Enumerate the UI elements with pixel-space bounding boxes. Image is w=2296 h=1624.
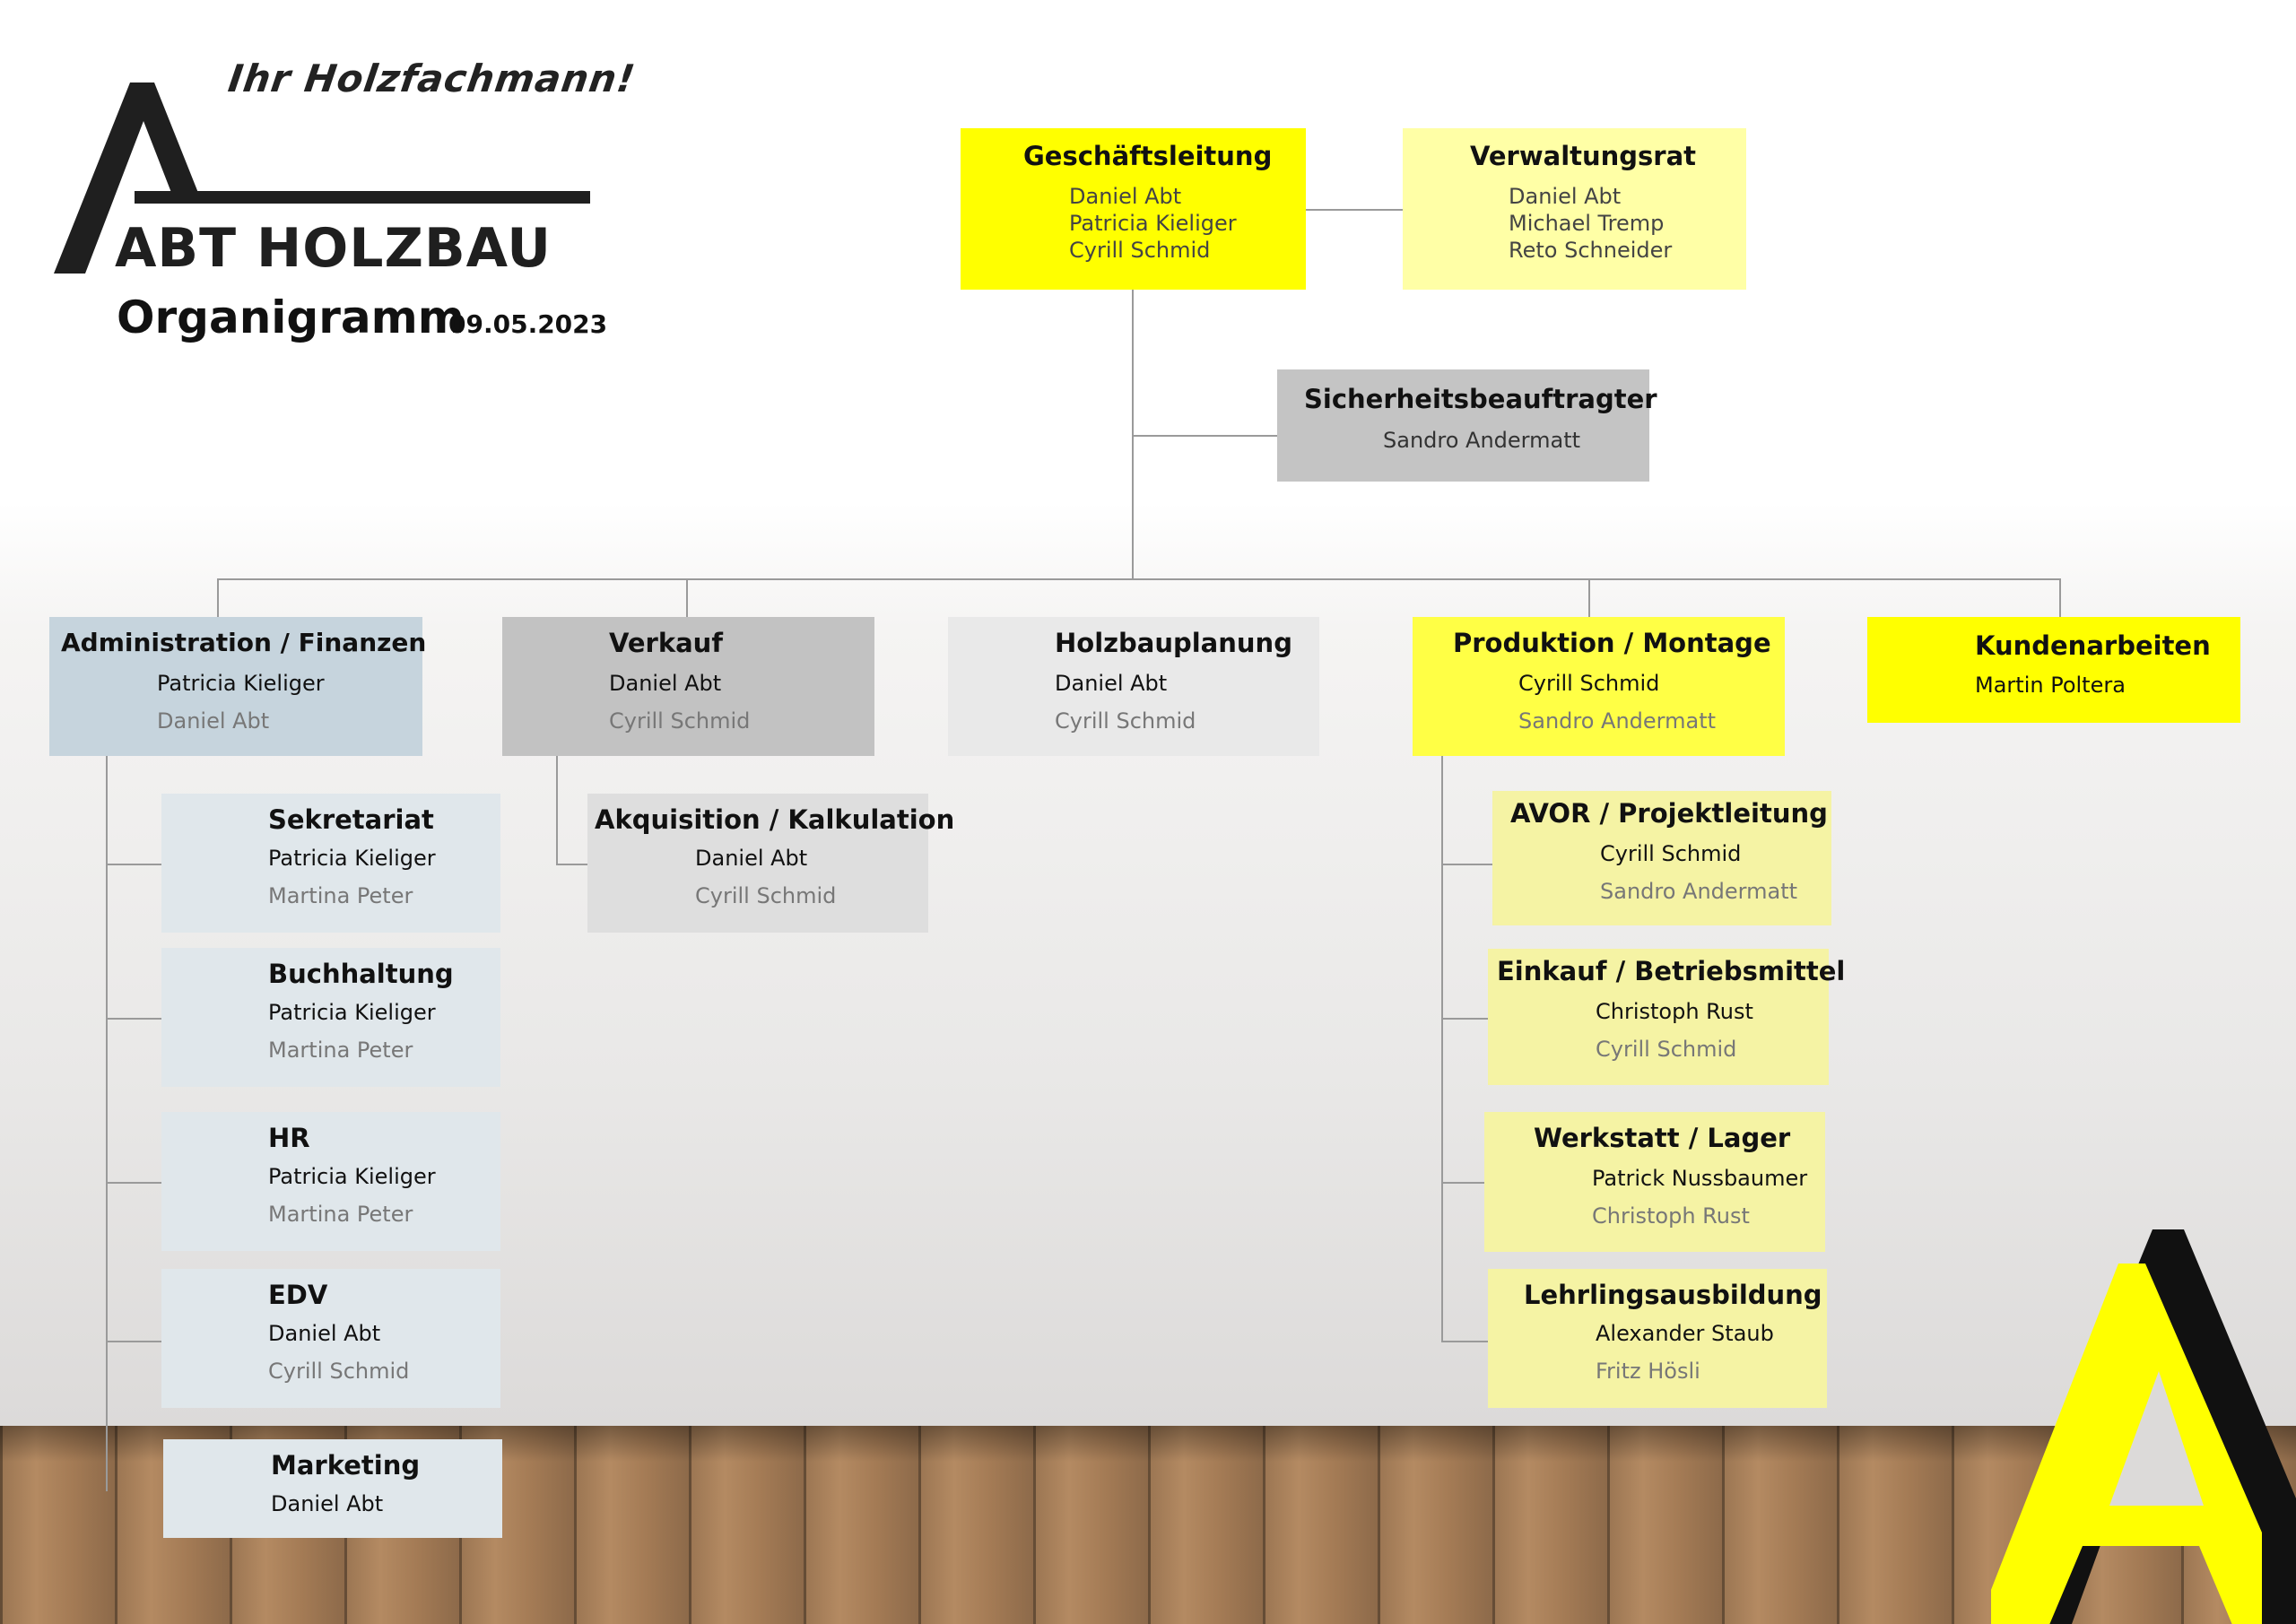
box-name: Cyrill Schmid	[1518, 671, 1660, 696]
box-title: Einkauf / Betriebsmittel	[1497, 956, 1846, 986]
brand-name: ABT HOLZBAU	[115, 217, 552, 280]
box-name: Cyrill Schmid	[1600, 841, 1742, 866]
box-title: Marketing	[271, 1450, 421, 1481]
connector-produktion	[1588, 578, 1590, 617]
box-name: Sandro Andermatt	[1383, 428, 1581, 453]
box-name: Cyrill Schmid	[1069, 238, 1211, 263]
box-name: Alexander Staub	[1596, 1321, 1774, 1346]
box-title: Verkauf	[609, 628, 723, 658]
box-name: Cyrill Schmid	[1596, 1037, 1737, 1062]
box-verwaltungsrat: Verwaltungsrat Daniel Abt Michael Tremp …	[1403, 128, 1746, 290]
box-name: Sandro Andermatt	[1600, 879, 1798, 904]
box-edv: EDV Daniel Abt Cyrill Schmid	[161, 1269, 500, 1408]
box-name: Daniel Abt	[1509, 184, 1622, 209]
page-date: 09.05.2023	[448, 309, 608, 339]
box-name: Michael Tremp	[1509, 211, 1665, 236]
box-name: Daniel Abt	[268, 1321, 381, 1346]
connector-gl-vr	[1306, 209, 1403, 211]
box-title: AVOR / Projektleitung	[1510, 798, 1828, 829]
box-name: Patricia Kieliger	[268, 1000, 436, 1025]
connector-verkauf	[686, 578, 688, 617]
box-name: Patricia Kieliger	[1069, 211, 1237, 236]
box-title: Holzbauplanung	[1055, 628, 1292, 658]
box-title: Lehrlingsausbildung	[1524, 1280, 1822, 1310]
connector-akquisition	[556, 864, 587, 865]
box-name: Christoph Rust	[1596, 999, 1753, 1024]
slogan: Ihr Holzfachmann!	[225, 56, 639, 100]
box-title: Werkstatt / Lager	[1534, 1123, 1791, 1153]
box-title: Sicherheitsbeauftragter	[1304, 384, 1657, 414]
connector-avor	[1441, 864, 1492, 865]
box-administration: Administration / Finanzen Patricia Kieli…	[49, 617, 426, 756]
box-name: Daniel Abt	[1069, 184, 1182, 209]
box-name: Cyrill Schmid	[609, 708, 751, 734]
box-name: Cyrill Schmid	[268, 1359, 410, 1384]
box-name: Cyrill Schmid	[1055, 708, 1196, 734]
box-title: Sekretariat	[268, 804, 434, 835]
box-name: Martina Peter	[268, 1038, 413, 1063]
connector-kunden	[2059, 578, 2061, 617]
connector-hr	[106, 1182, 161, 1184]
box-name: Sandro Andermatt	[1518, 708, 1717, 734]
box-name: Martina Peter	[268, 1202, 413, 1227]
box-title: EDV	[268, 1280, 328, 1310]
connector-buchhaltung	[106, 1018, 161, 1020]
box-title: Produktion / Montage	[1453, 628, 1771, 658]
box-name: Reto Schneider	[1509, 238, 1673, 263]
logo-a-mark	[54, 83, 590, 274]
box-name: Patricia Kieliger	[268, 846, 436, 871]
box-title: Buchhaltung	[268, 959, 454, 989]
page-title: Organigramm	[117, 291, 465, 343]
box-name: Fritz Hösli	[1596, 1359, 1700, 1384]
box-einkauf: Einkauf / Betriebsmittel Christoph Rust …	[1488, 949, 1845, 1085]
box-name: Daniel Abt	[1055, 671, 1168, 696]
connector-prod-trunk	[1441, 756, 1443, 1341]
box-verkauf: Verkauf Daniel Abt Cyrill Schmid	[502, 617, 874, 756]
corner-logo-a-icon	[1991, 1229, 2296, 1624]
box-name: Christoph Rust	[1592, 1203, 1750, 1229]
box-werkstatt: Werkstatt / Lager Patrick Nussbaumer Chr…	[1484, 1112, 1825, 1252]
connector-sicherheit	[1132, 435, 1277, 437]
box-title: Verwaltungsrat	[1470, 141, 1697, 171]
box-avor: AVOR / Projektleitung Cyrill Schmid Sand…	[1492, 791, 1831, 925]
box-name: Martin Poltera	[1975, 673, 2126, 698]
box-name: Daniel Abt	[609, 671, 722, 696]
box-lehrlingsausbildung: Lehrlingsausbildung Alexander Staub Frit…	[1488, 1269, 1827, 1408]
connector-lehrlinge	[1441, 1341, 1488, 1342]
connector-werkstatt	[1441, 1182, 1484, 1184]
box-title: Kundenarbeiten	[1975, 630, 2211, 661]
box-buchhaltung: Buchhaltung Patricia Kieliger Martina Pe…	[161, 948, 500, 1087]
connector-gl-trunk	[1132, 290, 1134, 578]
box-marketing: Marketing Daniel Abt	[163, 1439, 502, 1538]
connector-einkauf	[1441, 1018, 1488, 1020]
connector-sekretariat	[106, 864, 161, 865]
connector-admin	[217, 578, 219, 617]
connector-admin-trunk	[106, 756, 108, 1491]
box-akquisition: Akquisition / Kalkulation Daniel Abt Cyr…	[587, 794, 954, 933]
box-name: Patrick Nussbaumer	[1592, 1166, 1808, 1191]
box-name: Daniel Abt	[695, 846, 808, 871]
connector-verkauf-trunk	[556, 756, 558, 864]
box-produktion: Produktion / Montage Cyrill Schmid Sandr…	[1413, 617, 1785, 756]
box-title: Akquisition / Kalkulation	[595, 804, 955, 835]
connector-main-horizontal	[217, 578, 2061, 580]
box-name: Daniel Abt	[157, 708, 270, 734]
box-sicherheitsbeauftragter: Sicherheitsbeauftragter Sandro Andermatt	[1277, 369, 1657, 482]
box-title: Administration / Finanzen	[61, 628, 427, 657]
box-sekretariat: Sekretariat Patricia Kieliger Martina Pe…	[161, 794, 500, 933]
box-name: Patricia Kieliger	[268, 1164, 436, 1189]
box-geschaeftsleitung: Geschäftsleitung Daniel Abt Patricia Kie…	[961, 128, 1306, 290]
box-name: Martina Peter	[268, 883, 413, 908]
box-hr: HR Patricia Kieliger Martina Peter	[161, 1112, 500, 1251]
box-name: Cyrill Schmid	[695, 883, 837, 908]
box-title: Geschäftsleitung	[1023, 141, 1273, 171]
box-title: HR	[268, 1123, 310, 1153]
connector-edv	[106, 1341, 161, 1342]
box-holzbauplanung: Holzbauplanung Daniel Abt Cyrill Schmid	[948, 617, 1319, 756]
box-name: Patricia Kieliger	[157, 671, 325, 696]
box-kundenarbeiten: Kundenarbeiten Martin Poltera	[1867, 617, 2240, 723]
box-name: Daniel Abt	[271, 1491, 384, 1516]
